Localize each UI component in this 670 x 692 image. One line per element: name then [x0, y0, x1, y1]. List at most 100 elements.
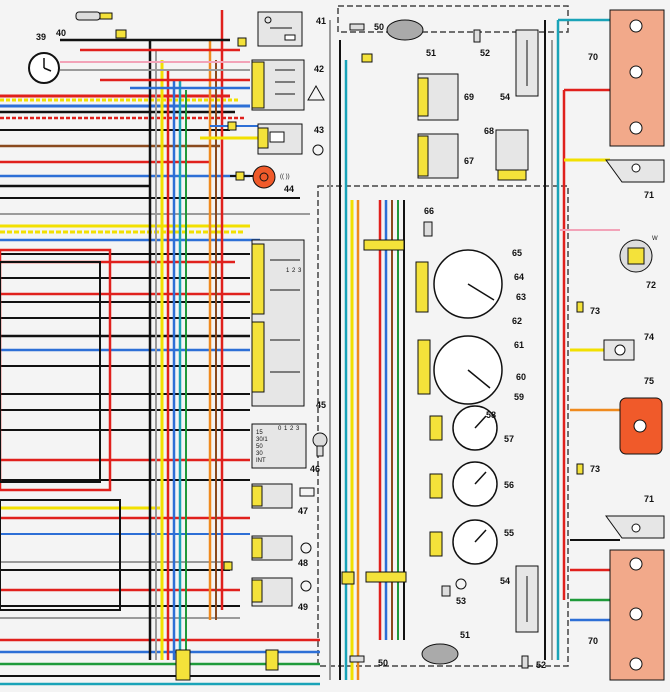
component-label: 46	[310, 464, 320, 474]
component-label: 59	[514, 392, 524, 402]
component-label: 69	[464, 92, 474, 102]
component-label: 61	[514, 340, 524, 350]
instrument-cluster: 58 59 60 61 62 63 64 65	[415, 248, 526, 420]
component-label: 45	[316, 400, 326, 410]
left-wire-loops	[0, 248, 121, 611]
top-wires	[60, 38, 260, 177]
component-52-switch-bottom: 52	[521, 655, 546, 670]
component-label: 70	[588, 52, 598, 62]
component-label: 71	[644, 190, 654, 200]
component-41-switch: 41	[257, 11, 326, 47]
component-50-lamp-bottom: 50	[349, 655, 388, 668]
component-label: 68	[484, 126, 494, 136]
component-label: 73	[590, 464, 600, 474]
component-label: 54	[500, 92, 510, 102]
component-69-switch: 69	[417, 73, 474, 121]
component-label: 74	[644, 332, 654, 342]
pin-label: 30/1	[256, 437, 268, 443]
bus-connectors	[115, 29, 407, 681]
component-70-rear-light-top: 70	[588, 9, 665, 147]
vertical-bus-wires	[148, 10, 566, 680]
pin-label: 2	[292, 268, 296, 274]
pin-label: 0	[278, 426, 282, 432]
component-66-sensor: 66	[423, 206, 434, 237]
component-39-clock: 39	[28, 32, 60, 84]
component-label: 63	[516, 292, 526, 302]
pin-label: 1	[284, 426, 288, 432]
component-label: 52	[480, 48, 490, 58]
component-label: 52	[536, 660, 546, 670]
component-label: 75	[644, 376, 654, 386]
component-74-lamp: 74	[603, 332, 654, 361]
component-42-hazard-switch: 42	[251, 59, 325, 111]
component-73-switch-bottom: 73	[576, 463, 600, 475]
pin-label: 2	[290, 426, 294, 432]
pin-label: 3	[296, 426, 300, 432]
component-51-motor-bottom: 51	[421, 630, 470, 665]
component-label: 64	[514, 272, 524, 282]
component-46-ignition-switch: 15 30/1 50 30 INT 0 1 2 3 46	[251, 423, 328, 474]
component-71-plate-light-top: 71	[605, 159, 665, 200]
component-label: 60	[516, 372, 526, 382]
component-label: 53	[456, 596, 466, 606]
component-label: 41	[316, 16, 326, 26]
component-56-temp-gauge: 56	[429, 461, 514, 507]
component-label: 42	[314, 64, 324, 74]
component-label: 71	[644, 494, 654, 504]
component-52-switch-top: 52	[473, 29, 490, 58]
pin-label: 15	[256, 430, 263, 436]
connector-block	[363, 239, 405, 251]
component-label: 51	[426, 48, 436, 58]
component-51-motor-top: 51	[386, 19, 436, 58]
component-53-sensor: 53	[441, 578, 467, 606]
component-73-switch-top: 73	[576, 301, 600, 316]
component-label: 73	[590, 306, 600, 316]
brake-symbol: (( ))	[280, 174, 290, 180]
component-54-switch-bottom: 54	[500, 565, 539, 633]
pin-label: 3	[298, 268, 302, 274]
component-70-rear-light-bottom: 70	[588, 549, 665, 681]
component-48-switch: 48	[251, 535, 312, 568]
component-50-lamp-top: 50	[349, 22, 384, 32]
component-45-switch-block: 45	[251, 239, 326, 410]
sender-mark: W	[652, 236, 658, 242]
right-side-wires	[558, 18, 620, 622]
pin-label: INT	[256, 458, 266, 464]
component-label: 51	[460, 630, 470, 640]
component-57-oil-gauge: 57	[429, 405, 514, 451]
component-label: 56	[504, 480, 514, 490]
component-72-fuel-sender: W 72	[619, 236, 658, 290]
component-71-plate-light-bottom: 71	[605, 494, 665, 539]
component-label: 50	[378, 658, 388, 668]
component-label: 55	[504, 528, 514, 538]
component-label: 54	[500, 576, 510, 586]
component-47-switch: 47	[251, 483, 315, 516]
component-40-lamp: 40	[56, 11, 113, 38]
component-label: 39	[36, 32, 46, 42]
pin-label: 1	[286, 268, 290, 274]
harness-outline	[317, 185, 569, 667]
component-label: 58	[486, 410, 496, 420]
component-label: 70	[588, 636, 598, 646]
component-label: 49	[298, 602, 308, 612]
component-43-switch: 43	[257, 123, 324, 156]
wiper-switch-header: 1 2 3	[286, 268, 302, 274]
component-67-switch: 67	[417, 133, 474, 179]
component-label: 67	[464, 156, 474, 166]
component-49-switch: 49	[251, 577, 312, 612]
component-label: 40	[56, 28, 66, 38]
component-label: 44	[284, 184, 294, 194]
component-54-switch-top: 54	[500, 29, 539, 102]
component-label: 66	[424, 206, 434, 216]
component-label: 72	[646, 280, 656, 290]
component-label: 62	[512, 316, 522, 326]
component-44-indicator-lamp: (( )) 44	[252, 165, 294, 194]
pin-label: 50	[256, 444, 263, 450]
component-55-fuel-gauge: 55	[429, 519, 514, 565]
component-label: 57	[504, 434, 514, 444]
component-label: 65	[512, 248, 522, 258]
component-label: 43	[314, 125, 324, 135]
pin-label: 30	[256, 451, 263, 457]
component-label: 50	[374, 22, 384, 32]
